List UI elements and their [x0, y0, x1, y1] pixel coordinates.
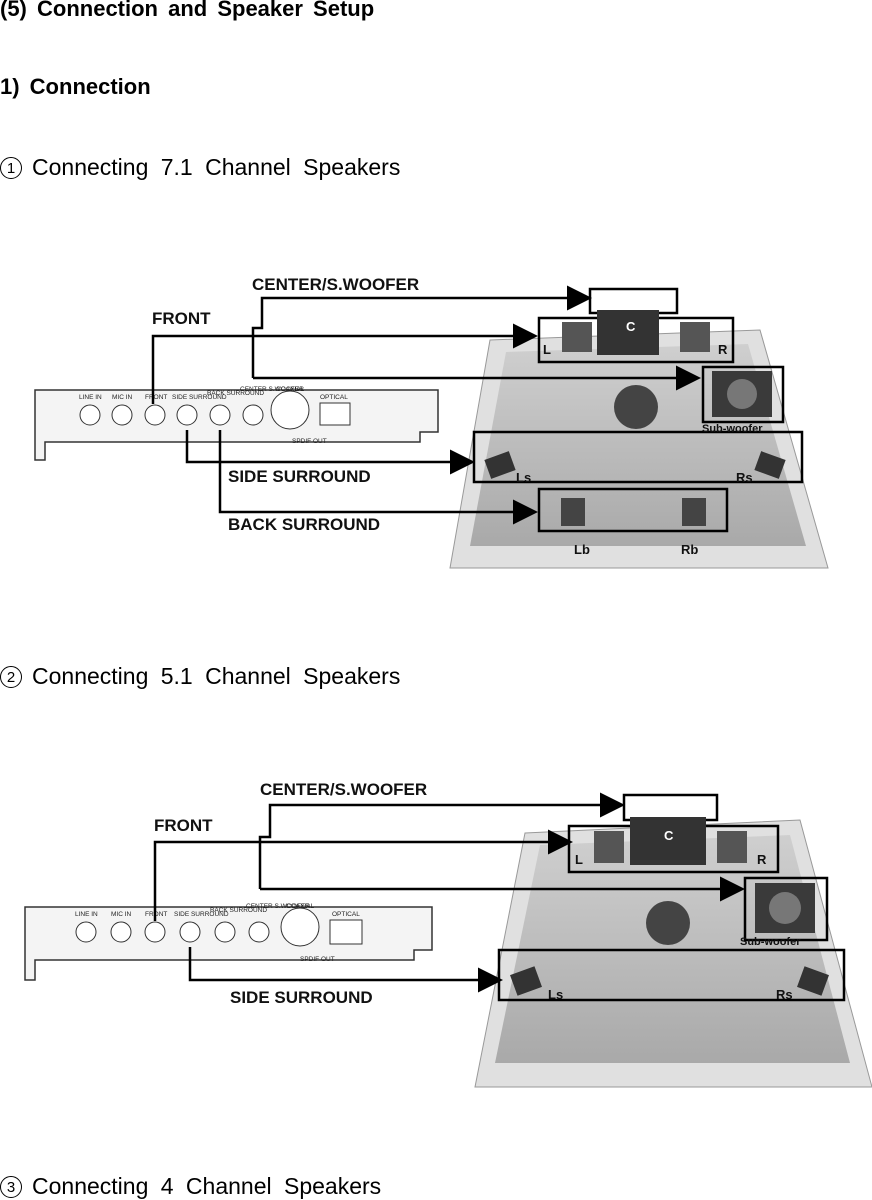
port-label-coaxial: COAXIAL — [276, 386, 305, 393]
port-label-optical: OPTICAL — [320, 394, 348, 401]
box-subwoofer — [743, 876, 829, 942]
speaker-sub: Sub-woofer — [740, 936, 801, 948]
speaker-rs-cabinet — [754, 451, 786, 479]
port-label-side: SIDE SURROUND — [174, 911, 229, 918]
port-label-optical: OPTICAL — [332, 911, 360, 918]
center-speaker — [597, 310, 659, 355]
subsection-title: 1) Connection — [0, 74, 151, 99]
label-center-woofer: CENTER/S.WOOFER — [252, 275, 419, 294]
item-number-badge: 1 — [0, 157, 22, 179]
speaker-rb: Rb — [681, 542, 698, 557]
label-center-woofer: CENTER/S.WOOFER — [260, 780, 427, 799]
diagram-5-1-connection: LINE IN MIC IN FRONT SIDE SURROUND BACK … — [24, 780, 872, 1088]
item-title: Connecting 5.1 Channel Speakers — [32, 663, 401, 689]
speaker-lb-cabinet — [561, 498, 585, 526]
speaker-r: R — [757, 852, 767, 867]
speaker-lb: Lb — [574, 542, 590, 557]
port-row — [75, 907, 363, 947]
center-speaker — [630, 817, 706, 865]
speaker-r-cabinet — [680, 322, 710, 352]
speaker-rb-cabinet — [682, 498, 706, 526]
port-label-mic-in: MIC IN — [112, 394, 133, 401]
label-front: FRONT — [152, 309, 211, 328]
speaker-r-cabinet — [717, 831, 747, 863]
speaker-ls-cabinet — [510, 966, 542, 996]
diagram-7-1-connection: LINE IN MIC IN FRONT SIDE SURROUND BACK … — [34, 275, 829, 569]
speaker-rs-cabinet — [797, 966, 829, 996]
spdif-label: SPDIF OUT — [292, 438, 327, 445]
port-row — [79, 390, 351, 430]
subwoofer-cone — [727, 379, 757, 409]
port-label-back: BACK SURROUND — [207, 390, 264, 397]
box-back — [537, 487, 729, 533]
label-side-surround: SIDE SURROUND — [230, 988, 373, 1007]
label-side-surround: SIDE SURROUND — [228, 467, 371, 486]
listener-sphere — [614, 385, 658, 429]
port-label-line-in: LINE IN — [75, 911, 98, 918]
item-title: Connecting 7.1 Channel Speakers — [32, 154, 401, 180]
item-title: Connecting 4 Channel Speakers — [32, 1173, 382, 1199]
line-front — [151, 323, 538, 404]
item-4-heading: 3 Connecting 4 Channel Speakers — [0, 1173, 381, 1200]
item-number-badge: 2 — [0, 666, 22, 688]
port-label-center: CENTER S.WOOFER — [246, 903, 310, 910]
speaker-rs: Rs — [776, 987, 793, 1002]
item-7-1-heading: 1 Connecting 7.1 Channel Speakers — [0, 154, 400, 181]
speaker-ls: Ls — [516, 470, 531, 485]
line-side — [185, 430, 475, 475]
speaker-c: C — [626, 319, 636, 334]
port-label-front: FRONT — [145, 394, 167, 401]
speaker-l: L — [575, 852, 583, 867]
subwoofer-cone — [769, 892, 801, 924]
item-number-badge: 3 — [0, 1176, 22, 1198]
line-back — [218, 430, 538, 525]
speaker-l: L — [543, 342, 551, 357]
box-side — [497, 948, 846, 1002]
box-side — [472, 430, 804, 484]
speaker-c: C — [664, 828, 674, 843]
speaker-l-cabinet — [562, 322, 592, 352]
line-front — [153, 829, 573, 921]
listener-sphere — [646, 901, 690, 945]
section-title: (5) Connection and Speaker Setup — [0, 0, 375, 21]
port-label-line-in: LINE IN — [79, 394, 102, 401]
port-label-mic-in: MIC IN — [111, 911, 132, 918]
speaker-rs: Rs — [736, 470, 753, 485]
port-label-back: BACK SURROUND — [210, 907, 267, 914]
port-label-center: CENTER S.WOOFER — [240, 386, 304, 393]
label-back-surround: BACK SURROUND — [228, 515, 380, 534]
box-center — [622, 793, 719, 822]
box-center — [588, 287, 679, 315]
port-label-coaxial: COAXIAL — [286, 903, 315, 910]
speaker-ls-cabinet — [484, 451, 516, 479]
speaker-ls: Ls — [548, 987, 563, 1002]
item-5-1-heading: 2 Connecting 5.1 Channel Speakers — [0, 663, 400, 690]
speaker-sub: Sub-woofer — [702, 423, 763, 435]
spdif-label: SPDIF OUT — [300, 956, 335, 963]
speaker-r: R — [718, 342, 728, 357]
line-side — [188, 947, 503, 993]
line-center — [251, 285, 592, 378]
line-center — [258, 792, 625, 889]
port-label-side: SIDE SURROUND — [172, 394, 227, 401]
speaker-l-cabinet — [594, 831, 624, 863]
box-subwoofer — [701, 365, 785, 424]
label-front: FRONT — [154, 816, 213, 835]
